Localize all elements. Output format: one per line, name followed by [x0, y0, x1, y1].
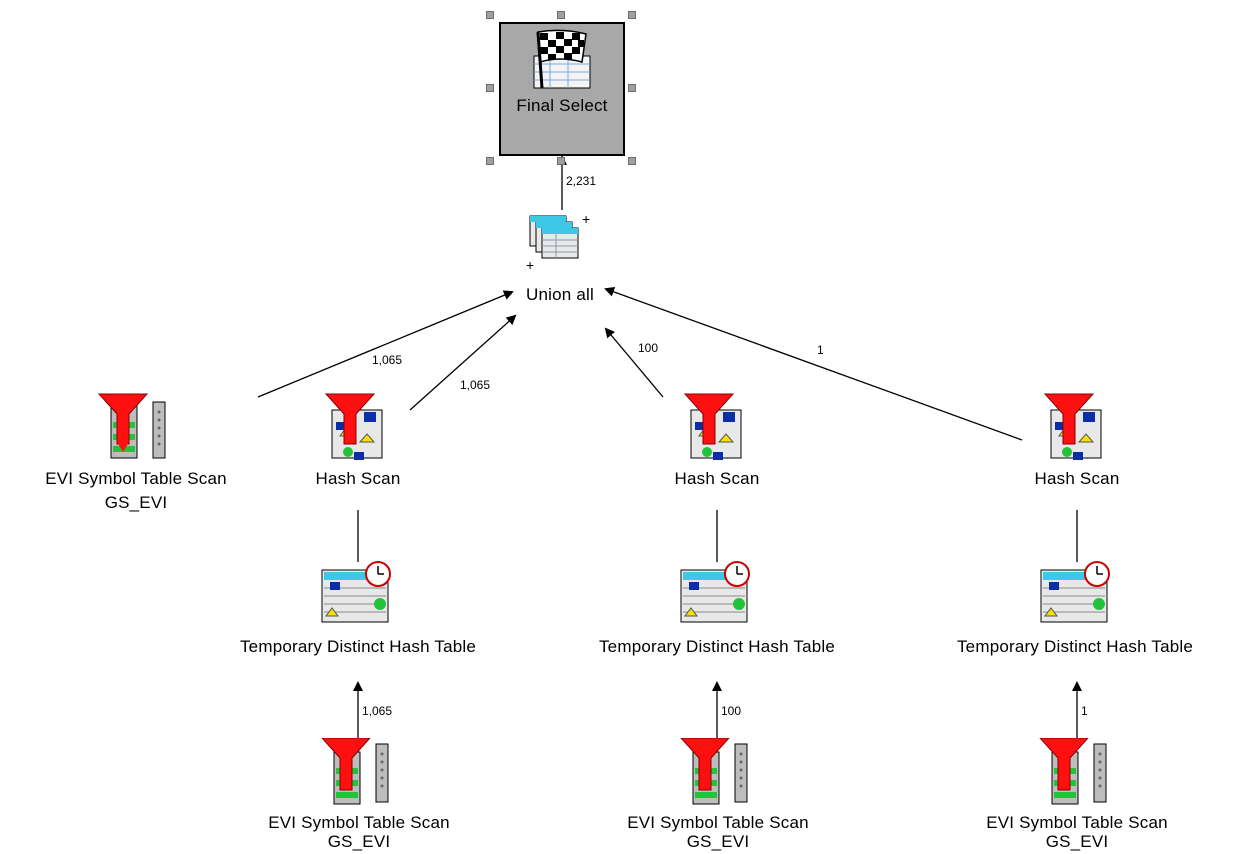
edge-rowcount-src3: 1 — [1081, 704, 1088, 718]
hash-scan-node[interactable]: Hash Scan — [1007, 392, 1147, 492]
hash-scan-icon — [324, 393, 383, 460]
resize-handle[interactable] — [486, 84, 494, 92]
source-evi-index-name: GS_EVI — [686, 832, 750, 851]
source-evi-scan-label: EVI Symbol Table Scan — [627, 813, 809, 832]
svg-text:+: + — [582, 212, 590, 227]
union-all-label: Union all — [526, 285, 594, 304]
funnel-filter-icon — [1039, 738, 1107, 805]
funnel-filter-icon — [321, 738, 389, 805]
edge-hash2-to-union — [604, 327, 664, 398]
hash-scan-label: Hash Scan — [1034, 469, 1120, 488]
hash-table-node[interactable]: Temporary Distinct Hash Table — [907, 560, 1243, 660]
hash-table-clock-icon — [680, 561, 750, 623]
final-select-label: Final Select — [516, 96, 608, 115]
hash-table-label: Temporary Distinct Hash Table — [956, 637, 1194, 656]
hash-table-node[interactable]: Temporary Distinct Hash Table — [547, 560, 887, 660]
resize-handle[interactable] — [557, 11, 565, 19]
hash-scan-icon — [683, 393, 742, 460]
svg-text:+: + — [526, 257, 534, 272]
hash-table-label: Temporary Distinct Hash Table — [239, 637, 477, 656]
hash-scan-label: Hash Scan — [674, 469, 760, 488]
edge-rowcount-src1: 1,065 — [362, 704, 393, 718]
edge-rowcount-src2: 100 — [721, 704, 742, 718]
source-evi-scan-node[interactable]: EVI Symbol Table Scan GS_EVI — [946, 738, 1208, 854]
edge-hash1-to-union — [409, 314, 517, 411]
source-evi-scan-node[interactable]: EVI Symbol Table Scan GS_EVI — [228, 738, 490, 854]
resize-handle[interactable] — [628, 84, 636, 92]
source-evi-scan-label: EVI Symbol Table Scan — [986, 813, 1168, 832]
evi-index-name: GS_EVI — [104, 493, 168, 512]
union-all-node[interactable]: + + Union all — [500, 210, 620, 310]
hash-table-clock-icon — [1040, 561, 1110, 623]
union-tables-icon: + + — [526, 212, 590, 272]
resize-handle[interactable] — [628, 157, 636, 165]
resize-handle[interactable] — [486, 157, 494, 165]
source-evi-index-name: GS_EVI — [327, 832, 391, 851]
edge-rowcount-hash2: 100 — [638, 341, 659, 355]
final-select-node[interactable]: Final Select — [499, 22, 625, 156]
edge-rowcount-hash3: 1 — [817, 343, 824, 357]
hash-table-node[interactable]: Temporary Distinct Hash Table — [188, 560, 528, 660]
edge-evi-to-union — [257, 290, 514, 398]
checkered-flag-icon — [533, 29, 591, 89]
edge-hash3-to-union — [604, 287, 1023, 441]
source-evi-index-name: GS_EVI — [1045, 832, 1109, 851]
evi-scan-node[interactable]: EVI Symbol Table Scan GS_EVI — [5, 392, 267, 518]
resize-handle[interactable] — [628, 11, 636, 19]
funnel-filter-icon — [97, 393, 166, 459]
hash-scan-node[interactable]: Hash Scan — [288, 392, 428, 492]
edge-rowcount-hash1: 1,065 — [460, 378, 491, 392]
edge-rowcount-evi: 1,065 — [372, 353, 403, 367]
hash-scan-node[interactable]: Hash Scan — [647, 392, 787, 492]
hash-scan-label: Hash Scan — [315, 469, 401, 488]
resize-handle[interactable] — [557, 157, 565, 165]
hash-table-clock-icon — [321, 561, 391, 623]
hash-table-label: Temporary Distinct Hash Table — [598, 637, 836, 656]
source-evi-scan-label: EVI Symbol Table Scan — [268, 813, 450, 832]
hash-scan-icon — [1043, 393, 1102, 460]
resize-handle[interactable] — [486, 11, 494, 19]
source-evi-scan-node[interactable]: EVI Symbol Table Scan GS_EVI — [587, 738, 849, 854]
edge-rowcount-union: 2,231 — [566, 174, 597, 188]
evi-scan-label: EVI Symbol Table Scan — [45, 469, 227, 488]
funnel-filter-icon — [680, 738, 748, 805]
